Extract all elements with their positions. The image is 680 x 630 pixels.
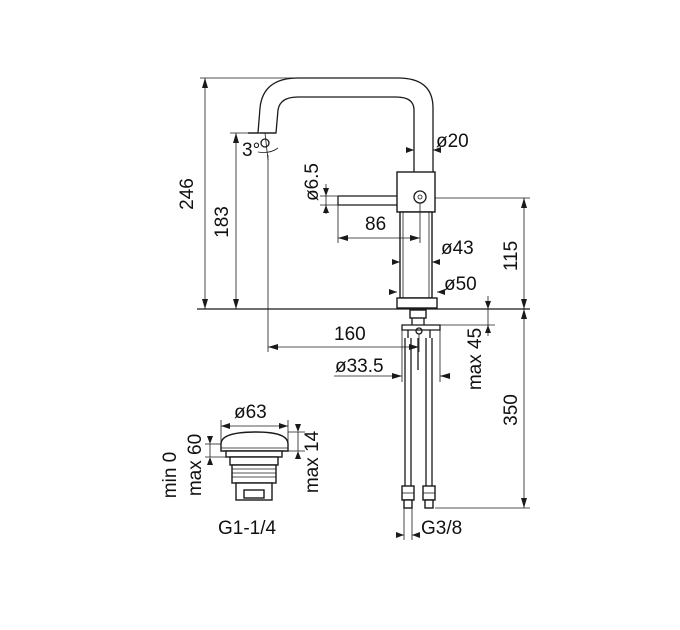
dim-body-diameter: ø43: [441, 238, 474, 259]
dim-hose-connection: G3/8: [421, 518, 462, 539]
dim-lever-length: 86: [365, 214, 386, 235]
dim-spout-height: 183: [212, 206, 233, 238]
dim-drain-depth: max 14: [302, 430, 323, 493]
dim-total-height: 246: [177, 178, 198, 210]
drain-dimension-lines: [205, 420, 305, 465]
dim-drain-cap-diameter: ø63: [234, 402, 267, 423]
dim-body-height: 115: [501, 241, 522, 271]
dim-reach: 160: [334, 324, 366, 345]
dim-shank-diameter: ø33.5: [335, 356, 384, 377]
dim-deck-thickness: max 45: [465, 328, 486, 390]
dim-spout-diameter: ø20: [436, 131, 469, 152]
dim-hose-length: 350: [501, 394, 522, 426]
dim-base-diameter: ø50: [444, 274, 477, 295]
dim-lever-diameter: ø6.5: [302, 163, 323, 201]
dim-drain-max: max 60: [185, 434, 206, 496]
faucet-outline: [197, 77, 530, 509]
faucet-dimension-lines: [200, 77, 530, 540]
dim-drain-thread: G1-1/4: [218, 518, 277, 539]
drain-outline: [220, 431, 289, 501]
dim-drain-min: min 0: [160, 452, 181, 498]
dim-spout-angle: 3°: [242, 140, 260, 161]
